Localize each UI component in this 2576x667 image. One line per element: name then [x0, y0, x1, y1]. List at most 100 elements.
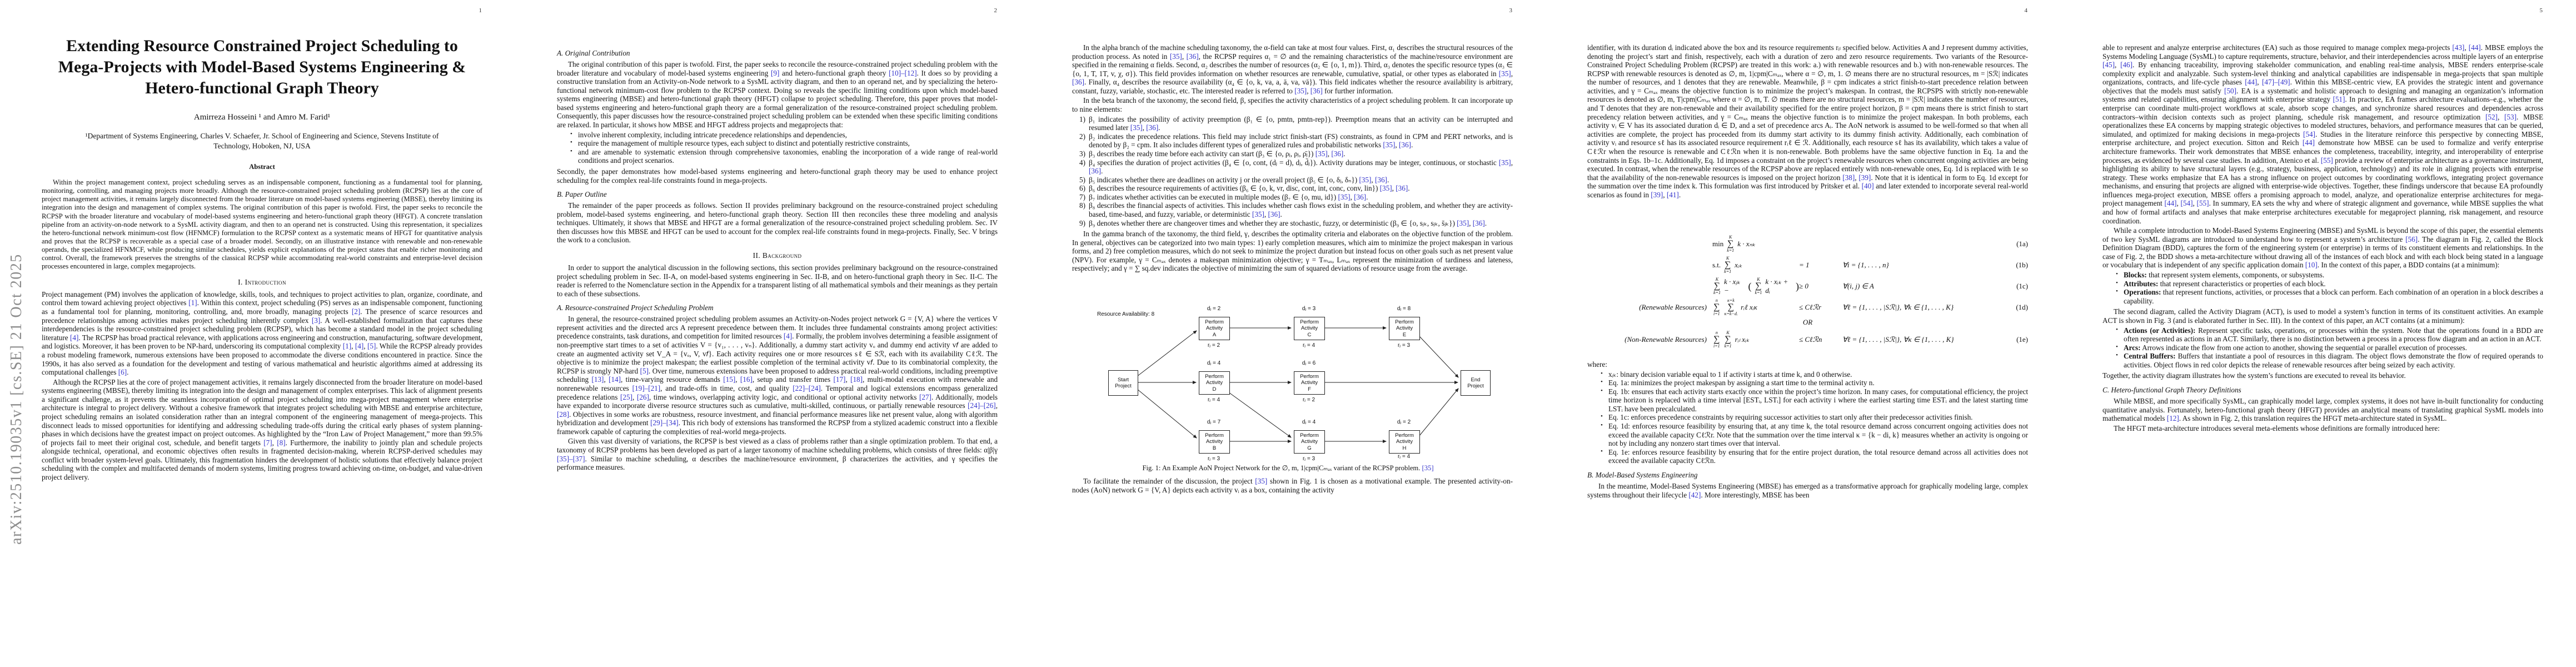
beta-branch-intro: In the beta branch of the taxonomy, the …	[1072, 96, 1513, 114]
rcpsp-paragraph-2: Given this vast diversity of variations,…	[557, 437, 998, 472]
resource-label-b: rⱼ = 3	[1207, 456, 1220, 462]
list-item: Eq. 1d: enforces resource feasibility by…	[1601, 422, 2028, 448]
list-item: 3)β₃ describes the ready time before eac…	[1079, 149, 1346, 158]
duration-label-g: dⱼ = 4	[1302, 419, 1316, 425]
list-item: Attributes: that represent characteristi…	[2116, 280, 2543, 288]
rcpsp-paragraph-1: In general, the resource-constrained pro…	[557, 315, 998, 436]
page-3: 3 In the alpha branch of the machine sch…	[1030, 0, 1546, 667]
contribution-bullet-list: involve inherent complexity, including i…	[557, 131, 998, 165]
page-4: 4 identifier, with its duration dᵢ indic…	[1546, 0, 2061, 667]
activity-node-b: Perform Activity B	[1199, 430, 1230, 454]
subsection-heading-paper-outline: B. Paper Outline	[557, 190, 607, 199]
activity-node-f: Perform Activity F	[1294, 371, 1325, 395]
page-2: 2 A. Original Contribution The original …	[515, 0, 1030, 667]
section-heading-background: II. Background	[753, 251, 802, 260]
list-item: 8)β₈ describes the financial aspects of …	[1079, 201, 1513, 218]
subsection-heading-mbse: B. Model-Based Systems Engineering	[1587, 470, 1698, 479]
intro-paragraph-1: Project management (PM) involves the app…	[42, 290, 483, 377]
page-number: 5	[2539, 7, 2543, 14]
list-item: 4)β₄ specifies the duration of project a…	[1079, 158, 1513, 176]
list-item: Arcs: Arrows indicate the flow from one …	[2116, 344, 2543, 352]
equation-1e: (Non-Renewable Resources) n∑i=1 K∑k=1 rᵢ…	[1625, 330, 2028, 349]
list-item: 7)β₇ indicates whether activities can be…	[1079, 192, 1368, 201]
affiliation: ¹Department of Systems Engineering, Char…	[85, 132, 439, 150]
activity-node-g: Perform Activity G	[1294, 430, 1325, 454]
list-item: Eq. 1a: minimizes the project makespan b…	[1601, 379, 2028, 387]
resource-label-d: rⱼ = 4	[1207, 397, 1220, 403]
section-heading-introduction: I. Introduction	[238, 277, 286, 286]
page-5: 5 able to represent and analyze enterpri…	[2061, 0, 2576, 667]
equation-block: min K∑k=1 k · xₙₖ (1a) s.t. K∑k=1 xᵢₖ = …	[1587, 233, 2028, 350]
intro-paragraph-2: Although the RCPSP lies at the core of p…	[42, 377, 483, 482]
list-item: and are amenable to systematic extension…	[570, 148, 998, 165]
activity-node-c: Perform Activity C	[1294, 317, 1325, 340]
list-item: Operations: that represent functions, ac…	[2116, 288, 2543, 305]
sysml-diagrams-paragraph: While a complete introduction to Model-B…	[2102, 226, 2543, 270]
hfgt-paragraph-1: While MBSE, and more specifically SysML,…	[2102, 396, 2543, 423]
activity-node-a: Perform Activity A	[1199, 317, 1230, 340]
list-item: involve inherent complexity, including i…	[570, 131, 998, 140]
duration-label-f: dⱼ = 6	[1302, 360, 1316, 366]
list-item: 1)β₁ indicates the possibility of activi…	[1079, 115, 1513, 132]
resource-label-c: rⱼ = 4	[1302, 342, 1316, 349]
equation-1d: (Renewable Resources) n∑i=1 κ=k∑κ=k−dᵢ r…	[1639, 298, 2028, 316]
duration-label-b: dⱼ = 7	[1207, 419, 1221, 425]
gamma-branch-paragraph: In the gamma branch of the taxonomy, the…	[1072, 230, 1513, 273]
duration-label-a: dⱼ = 2	[1207, 306, 1221, 312]
list-item: 6)β₆ describes the resource requirements…	[1079, 184, 1410, 193]
list-item: 9)β₉ denotes whether there are changeove…	[1079, 218, 1487, 227]
list-item: Eq. 1b: ensures that each activity start…	[1601, 387, 2028, 414]
end-project-node: End Project	[1461, 370, 1491, 396]
list-item: Eq. 1c: enforces precedence constraints …	[1601, 413, 2028, 422]
duration-label-e: dⱼ = 8	[1397, 306, 1411, 312]
list-item: Central Buffers: Buffers that instantiat…	[2116, 352, 2543, 369]
bdd-elements-list: Blocks: that represent system elements, …	[2102, 271, 2543, 305]
abstract-text: Within the project management context, p…	[42, 178, 482, 271]
resource-label-a: rⱼ = 2	[1207, 342, 1220, 349]
act-summary-paragraph: Together, the activity diagram illustrat…	[2102, 371, 2406, 380]
subsection-heading-original-contribution: A. Original Contribution	[557, 49, 630, 57]
beta-elements-list: 1)β₁ indicates the possibility of activi…	[1072, 115, 1513, 228]
paper-title: Extending Resource Constrained Project S…	[58, 37, 466, 97]
authors-line: Amirreza Hosseini ¹ and Amro M. Farid¹	[193, 113, 331, 122]
resource-label-e: rⱼ = 3	[1397, 342, 1411, 349]
resource-label-f: rⱼ = 2	[1302, 397, 1316, 403]
abstract-heading: Abstract	[249, 163, 275, 171]
background-paragraph: In order to support the analytical discu…	[557, 263, 998, 298]
alpha-branch-paragraph: In the alpha branch of the machine sched…	[1072, 43, 1513, 95]
ea-mbse-paragraph: able to represent and analyze enterprise…	[2102, 43, 2544, 225]
arxiv-watermark: arXiv:2510.19035v1 [cs.SE] 21 Oct 2025	[8, 253, 25, 545]
figure-1-caption: Fig. 1: An Example AoN Project Network f…	[1142, 464, 1434, 472]
list-item: 2)β₂ indicates the precedence relations.…	[1079, 132, 1513, 150]
list-item: Eq. 1e: enforces resource feasibility by…	[1601, 448, 2028, 465]
duration-label-c: dⱼ = 3	[1302, 306, 1316, 312]
activity-node-d: Perform Activity D	[1199, 371, 1230, 395]
page-number: 1	[479, 7, 482, 14]
figure-1-aon-network: Resource Availability: 8 dⱼ = 2 dⱼ = 3 d…	[1030, 300, 1546, 484]
resource-label-g: rⱼ = 3	[1302, 456, 1316, 462]
where-label: where:	[1587, 360, 1607, 369]
equation-1c: K∑k=1 k · xⱼₖ − ( K∑k=1 k · xᵢₖ + dᵢ ) ≥…	[1713, 277, 2028, 295]
where-definitions-list: xᵢₖ: binary decision variable equal to 1…	[1587, 370, 2028, 465]
equation-1b: s.t. K∑k=1 xᵢₖ = 1 ∀i = {1, . . . , n} (…	[1712, 256, 2028, 274]
start-project-node: Start Project	[1108, 370, 1138, 396]
equation-or-separator: OR	[1802, 318, 1813, 326]
page-number: 4	[2024, 7, 2028, 14]
subsection-heading-rcpsp: A. Resource-constrained Project Scheduli…	[557, 303, 714, 312]
duration-label-d: dⱼ = 4	[1207, 360, 1221, 366]
duration-label-h: dⱼ = 2	[1397, 419, 1411, 425]
rcpsp-variants-paragraph: identifier, with its duration dᵢ indicat…	[1587, 43, 2028, 199]
mbse-paragraph: In the meantime, Model-Based Systems Eng…	[1587, 481, 2028, 499]
paper-outline-paragraph: The remainder of the paper proceeds as f…	[557, 201, 998, 245]
subsection-heading-hfgt: C. Hetero-functional Graph Theory Defini…	[2102, 385, 2241, 394]
act-elements-list: Actions (or Activities): Represent speci…	[2102, 326, 2543, 370]
list-item: require the management of multiple resou…	[570, 139, 998, 148]
list-item: xᵢₖ: binary decision variable equal to 1…	[1601, 370, 2028, 379]
figure-1-note-paragraph: To facilitate the remainder of the discu…	[1072, 477, 1513, 494]
figure-1-arrows	[1137, 326, 1459, 443]
page-number: 2	[994, 7, 998, 14]
original-contribution-paragraph-2: Secondly, the paper demonstrates how mod…	[557, 167, 998, 185]
list-item: Blocks: that represent system elements, …	[2116, 271, 2543, 280]
page-number: 3	[1509, 7, 1513, 14]
